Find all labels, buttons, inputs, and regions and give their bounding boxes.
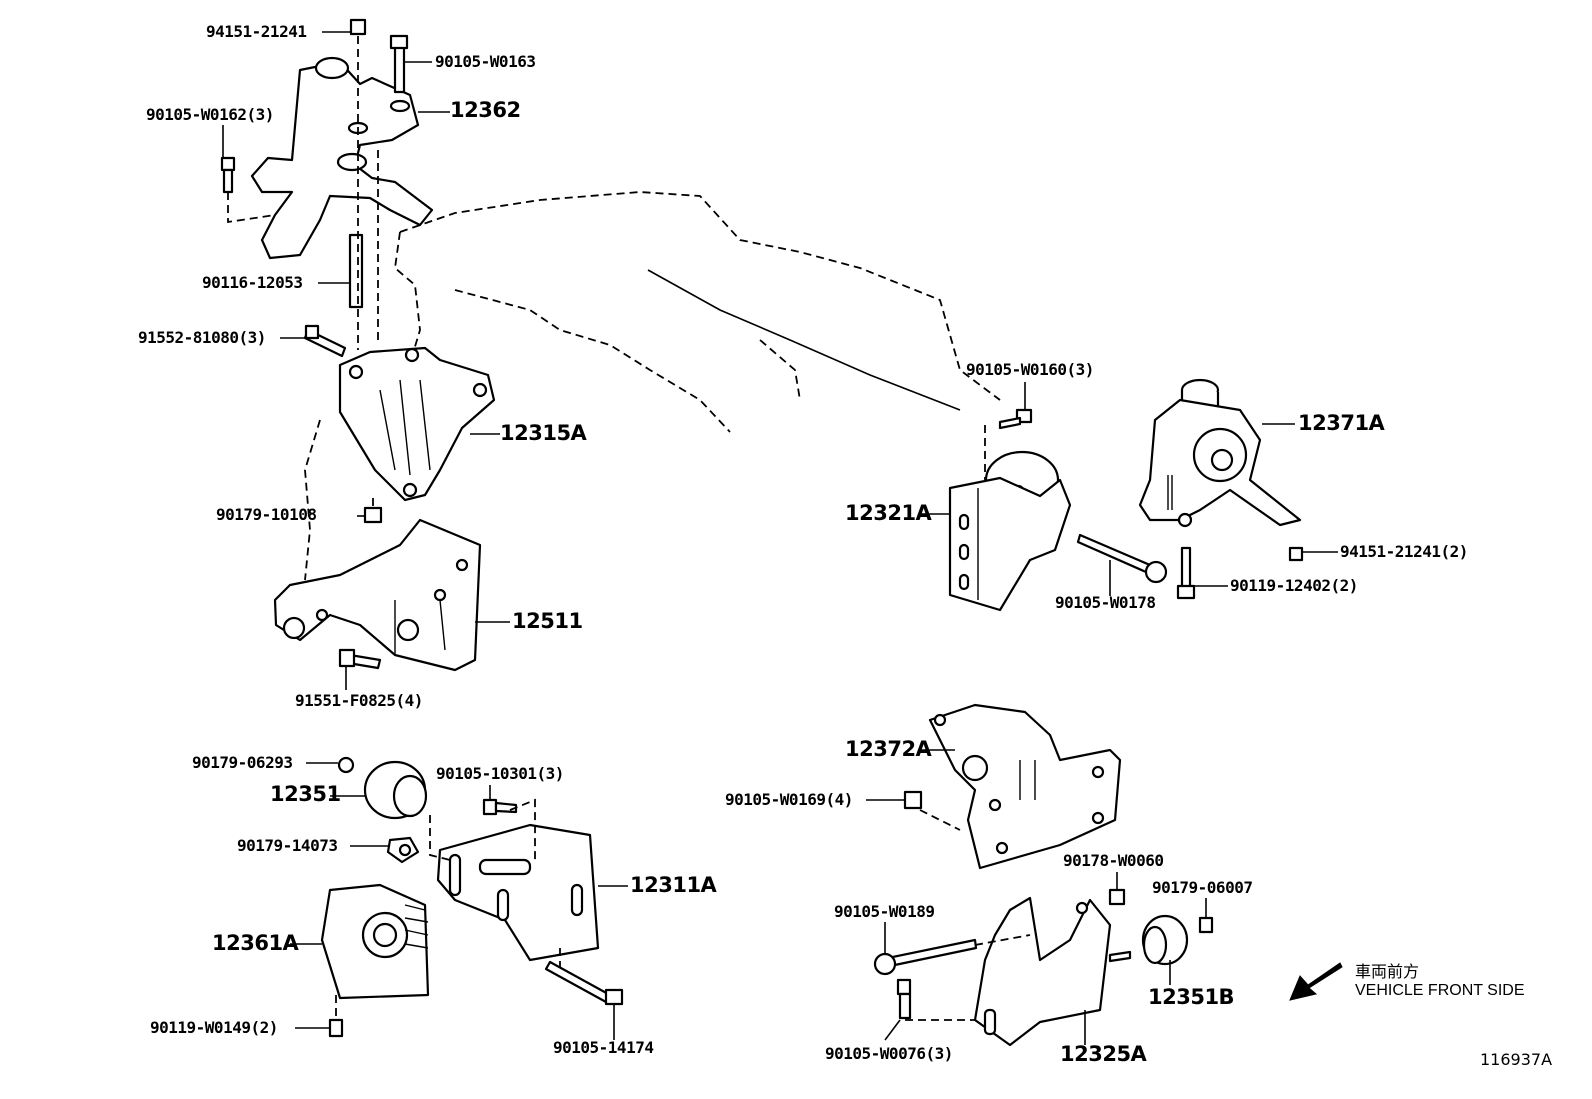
part-label-90119-12402[interactable]: 90119-12402(2) (1230, 576, 1358, 595)
part-label-90105-14174[interactable]: 90105-14174 (553, 1038, 654, 1057)
part-label-90116-12053[interactable]: 90116-12053 (202, 273, 303, 292)
part-label-90178-w0060[interactable]: 90178-W0060 (1063, 851, 1164, 870)
part-label-90179-06293[interactable]: 90179-06293 (192, 753, 293, 772)
bracket-12511 (273, 518, 482, 672)
mount-12351-group (337, 756, 518, 864)
part-label-90105-10301[interactable]: 90105-10301(3) (436, 764, 564, 783)
bracket-12325A (873, 888, 1214, 1047)
part-label-90105-w0162[interactable]: 90105-W0162(3) (146, 105, 274, 124)
part-label-12315a[interactable]: 12315A (500, 421, 587, 445)
bracket-12311A (429, 798, 624, 1006)
part-label-90179-14073[interactable]: 90179-14073 (237, 836, 338, 855)
part-label-12361a[interactable]: 12361A (212, 931, 299, 955)
part-label-12511[interactable]: 12511 (512, 609, 583, 633)
part-label-90105-w0189[interactable]: 90105-W0189 (834, 902, 935, 921)
mount-12371A (1138, 378, 1304, 600)
part-label-91552-81080[interactable]: 91552-81080(3) (138, 328, 266, 347)
diagram-reference-id: 116937A (1480, 1050, 1553, 1069)
part-label-12325a[interactable]: 12325A (1060, 1042, 1147, 1066)
part-label-12372a[interactable]: 12372A (845, 737, 932, 761)
part-label-90179-10108[interactable]: 90179-10108 (216, 505, 317, 524)
part-label-94151-21241-2[interactable]: 94151-21241(2) (1340, 542, 1468, 561)
part-label-12321a[interactable]: 12321A (845, 501, 932, 525)
mount-12361A (320, 883, 430, 1038)
part-label-12371a[interactable]: 12371A (1298, 411, 1385, 435)
part-label-90105-w0076[interactable]: 90105-W0076(3) (825, 1044, 953, 1063)
part-label-90105-w0160[interactable]: 90105-W0160(3) (966, 360, 1094, 379)
part-label-91551-f0825[interactable]: 91551-F0825(4) (295, 691, 423, 710)
part-label-90119-w0149[interactable]: 90119-W0149(2) (150, 1018, 278, 1037)
part-label-12311a[interactable]: 12311A (630, 873, 717, 897)
part-label-12351[interactable]: 12351 (270, 782, 341, 806)
part-label-12362[interactable]: 12362 (450, 98, 521, 122)
part-label-90105-w0163[interactable]: 90105-W0163 (435, 52, 536, 71)
mount-12321A (948, 408, 1168, 612)
part-label-90105-w0178[interactable]: 90105-W0178 (1055, 593, 1156, 612)
vehicle-front-arrow-icon (1289, 962, 1343, 1001)
leader-lines (222, 31, 1338, 1045)
bracket-12315A (338, 346, 496, 524)
vehicle-front-note-en: VEHICLE FRONT SIDE (1355, 982, 1525, 999)
mount-12372A (903, 703, 1122, 870)
part-label-12351b[interactable]: 12351B (1148, 985, 1235, 1009)
part-label-94151-21241[interactable]: 94151-21241 (206, 22, 307, 41)
part-label-90105-w0169[interactable]: 90105-W0169(4) (725, 790, 853, 809)
engine-outline (304, 191, 1001, 581)
fasteners-top (220, 18, 409, 358)
vehicle-front-note-jp: 車両前方 (1355, 964, 1420, 981)
part-label-90179-06007[interactable]: 90179-06007 (1152, 878, 1253, 897)
mount-12362 (250, 56, 434, 260)
